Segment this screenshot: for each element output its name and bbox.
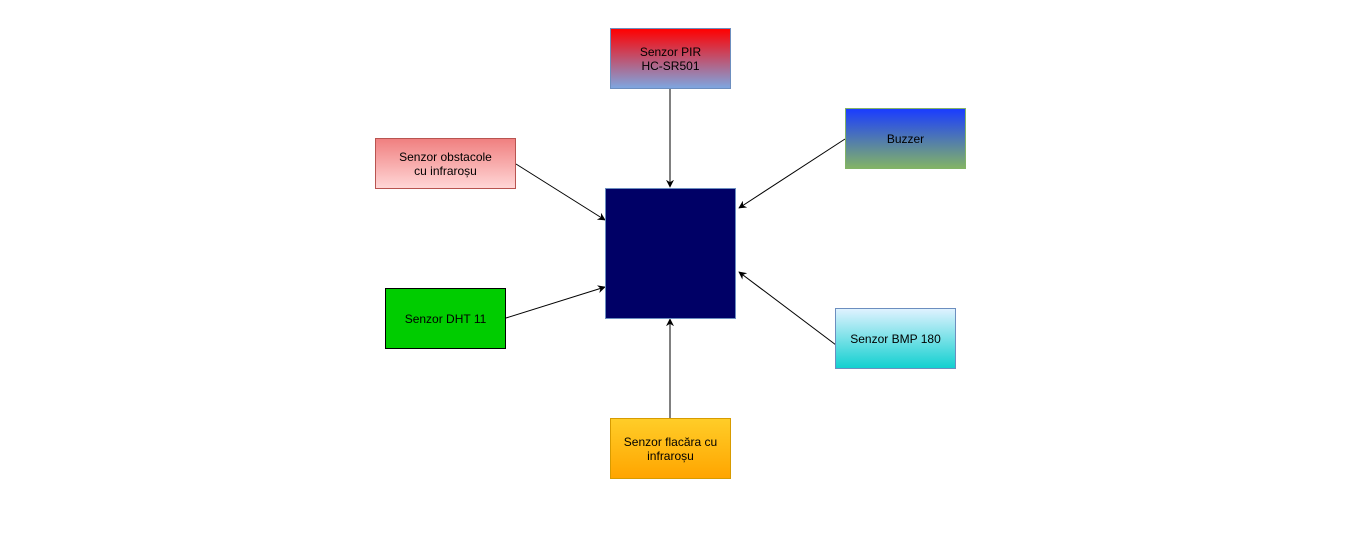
node-obstacle-sensor[interactable]: Senzor obstacole cu infraroșu — [375, 138, 516, 189]
node-arduino-nano[interactable]: Arduino nano — [605, 188, 736, 319]
node-obstacle-sensor-label: Senzor obstacole cu infraroșu — [399, 149, 492, 178]
node-bmp-sensor[interactable]: Senzor BMP 180 — [835, 308, 956, 369]
node-bmp-sensor-label: Senzor BMP 180 — [850, 331, 941, 346]
node-flame-sensor-label: Senzor flacăra cu infraroșu — [623, 434, 718, 463]
node-flame-sensor[interactable]: Senzor flacăra cu infraroșu — [610, 418, 731, 479]
edge-bmp-to-arduino — [738, 271, 837, 346]
edge-dht-to-arduino — [505, 285, 606, 319]
edge-obstacle-to-arduino — [515, 163, 606, 221]
node-buzzer[interactable]: Buzzer — [845, 108, 966, 169]
node-arduino-nano-label: Arduino nano — [634, 246, 707, 261]
node-dht-sensor-label: Senzor DHT 11 — [404, 311, 487, 326]
node-dht-sensor[interactable]: Senzor DHT 11 — [385, 288, 506, 349]
node-pir-sensor[interactable]: Senzor PIR HC-SR501 — [610, 28, 731, 89]
node-buzzer-label: Buzzer — [886, 131, 925, 146]
edge-buzzer-to-arduino — [738, 138, 846, 209]
node-pir-sensor-label: Senzor PIR HC-SR501 — [639, 44, 702, 73]
